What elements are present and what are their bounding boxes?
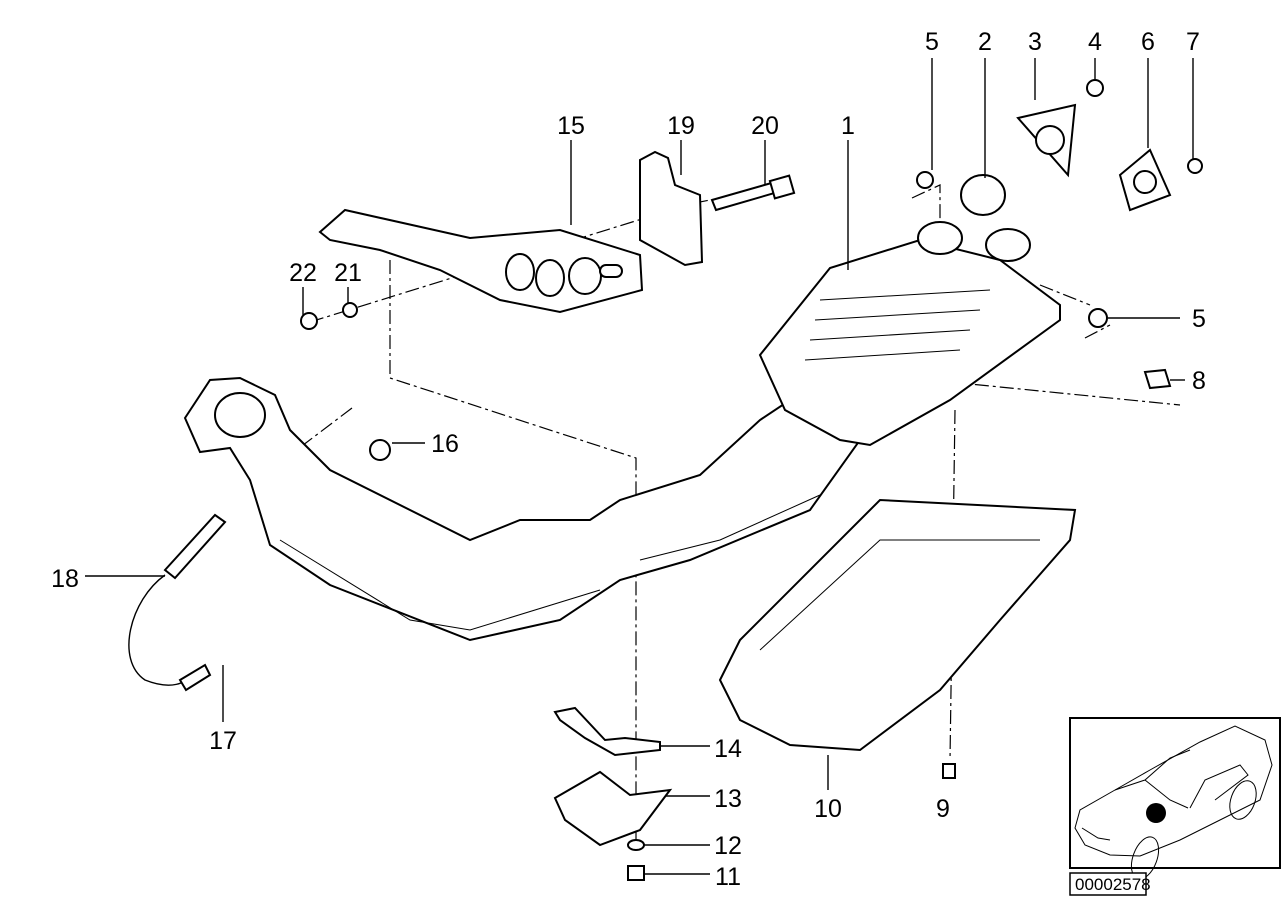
leader-lines xyxy=(85,58,1194,875)
part-14-bracket xyxy=(553,706,661,757)
callout-15: 15 xyxy=(557,112,585,140)
callout-8: 8 xyxy=(1192,367,1206,395)
callout-14: 14 xyxy=(714,735,742,763)
callout-7: 7 xyxy=(1186,28,1200,56)
callout-21: 21 xyxy=(334,259,362,287)
part-11-nut xyxy=(627,865,645,881)
callout-9: 9 xyxy=(936,795,950,823)
part-19-plate xyxy=(639,150,704,267)
part-15-bracket xyxy=(318,208,644,314)
callout-6: 6 xyxy=(1141,28,1155,56)
callout-10: 10 xyxy=(814,795,842,823)
part-22-nut xyxy=(300,312,318,330)
callout-19: 19 xyxy=(667,112,695,140)
callout-18: 18 xyxy=(51,565,79,593)
callout-4: 4 xyxy=(1088,28,1102,56)
callout-labels: 5 2 3 4 6 7 1 15 19 20 22 21 5 8 16 18 1… xyxy=(51,28,1206,891)
callout-16: 16 xyxy=(431,430,459,458)
part-8-clip xyxy=(1143,368,1172,390)
part-16-nut xyxy=(369,439,391,461)
vehicle-locator-inset: 00002578 xyxy=(1069,717,1281,896)
part-20-bolt xyxy=(710,174,796,212)
callout-20: 20 xyxy=(751,112,779,140)
part-13-bracket xyxy=(553,770,673,847)
callout-22: 22 xyxy=(289,259,317,287)
part-1-catalytic-converter xyxy=(758,221,1061,447)
callout-13: 13 xyxy=(714,785,742,813)
part-4-bolt xyxy=(1086,79,1104,97)
location-marker-dot xyxy=(1146,803,1166,823)
callout-12: 12 xyxy=(714,832,742,860)
callout-17: 17 xyxy=(209,727,237,755)
part-12-washer xyxy=(627,839,645,851)
part-10-heat-shield xyxy=(718,498,1077,752)
callout-5: 5 xyxy=(925,28,939,56)
part-5-nut-right xyxy=(1088,308,1108,328)
callout-3: 3 xyxy=(1028,28,1042,56)
part-9-bolt xyxy=(942,763,956,779)
part-18-oxygen-sensor xyxy=(128,513,227,692)
callout-5-right: 5 xyxy=(1192,305,1206,333)
callout-2: 2 xyxy=(978,28,992,56)
callout-1: 1 xyxy=(841,112,855,140)
part-21-washer xyxy=(342,302,358,318)
exhaust-downpipe xyxy=(183,376,862,642)
part-7-bolt xyxy=(1187,158,1203,174)
callout-11: 11 xyxy=(715,863,741,891)
reference-number: 00002578 xyxy=(1075,875,1151,894)
part-5-nut-top xyxy=(916,171,934,189)
car-outline xyxy=(1074,725,1273,880)
part-2-gasket xyxy=(960,174,1006,216)
